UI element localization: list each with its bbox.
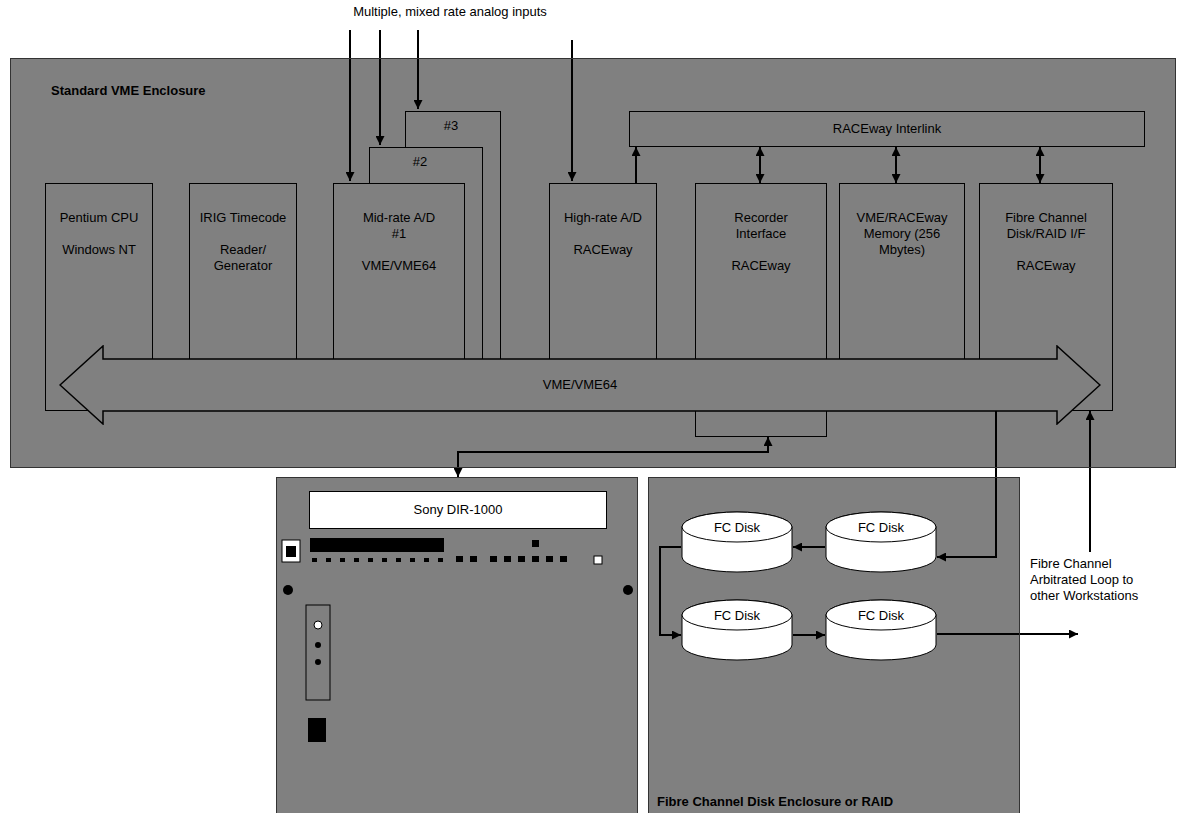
node-heading: #2 — [370, 154, 470, 170]
connector-arrow — [793, 546, 825, 548]
node-heading: Mid-rate A/D #1 — [359, 210, 439, 242]
connector-arrow — [660, 547, 681, 635]
recorder-front-panel — [282, 538, 633, 742]
node-text: RACEway — [731, 258, 790, 274]
node-text: RACEway — [1016, 258, 1075, 274]
disk-cylinder: FC Disk — [681, 599, 793, 661]
bus-arrow: VME/VME64 — [59, 345, 1101, 425]
annotation-label: Fibre Channel Arbitrated Loop to other W… — [1030, 556, 1140, 604]
node-heading: VME/VME64 — [543, 377, 617, 393]
node-heading: Sony DIR-1000 — [309, 491, 607, 529]
interlink-bar: RACEway Interlink — [629, 111, 1145, 147]
connector-arrow — [1039, 147, 1041, 183]
node-heading: Recorder Interface — [726, 210, 796, 242]
node-heading: FC Disk — [825, 520, 937, 536]
disk-enclosure: Fibre Channel Disk Enclosure or RAID FC D… — [648, 477, 1020, 813]
node-heading: Standard VME Enclosure — [51, 83, 206, 99]
node-text: Windows NT — [62, 242, 136, 258]
enclosure-box: Standard VME EnclosurePentium CPU Windows… — [10, 58, 1176, 468]
disk-enclosure-fill — [648, 477, 1020, 813]
node-heading: FC Disk — [825, 608, 937, 624]
connector-arrow — [793, 634, 825, 636]
connector-arrow — [937, 411, 996, 557]
node-heading: FC Disk — [681, 520, 793, 536]
node-heading: Pentium CPU — [60, 210, 139, 226]
disk-cylinder: FC Disk — [825, 511, 937, 573]
node-heading: Fibre Channel Disk Enclosure or RAID — [657, 794, 893, 810]
node-heading: RACEway Interlink — [833, 121, 941, 137]
connector-arrow — [635, 147, 637, 183]
node-heading: #3 — [406, 118, 496, 134]
tape-recorder: Sony DIR-1000 — [276, 477, 638, 813]
connector-arrow — [895, 147, 897, 183]
enclosure-fill — [10, 58, 1176, 468]
node-text: Reader/ Generator — [211, 242, 275, 274]
connector-arrow — [759, 147, 761, 183]
node-heading: IRIG Timecode — [200, 210, 287, 226]
node-heading: High-rate A/D — [564, 210, 642, 226]
node-text: VME/VME64 — [362, 258, 436, 274]
node-heading: VME/RACEway Memory (256 Mbytes) — [854, 210, 950, 258]
disk-cylinder: FC Disk — [825, 599, 937, 661]
annotation-label: Multiple, mixed rate analog inputs — [300, 4, 600, 20]
disk-cylinder: FC Disk — [681, 511, 793, 573]
connector-arrow — [458, 437, 768, 477]
node-heading: FC Disk — [681, 608, 793, 624]
node-text: RACEway — [573, 242, 632, 258]
recorder-fill — [276, 477, 638, 813]
node-heading: Fibre Channel Disk/RAID I/F — [996, 210, 1096, 242]
